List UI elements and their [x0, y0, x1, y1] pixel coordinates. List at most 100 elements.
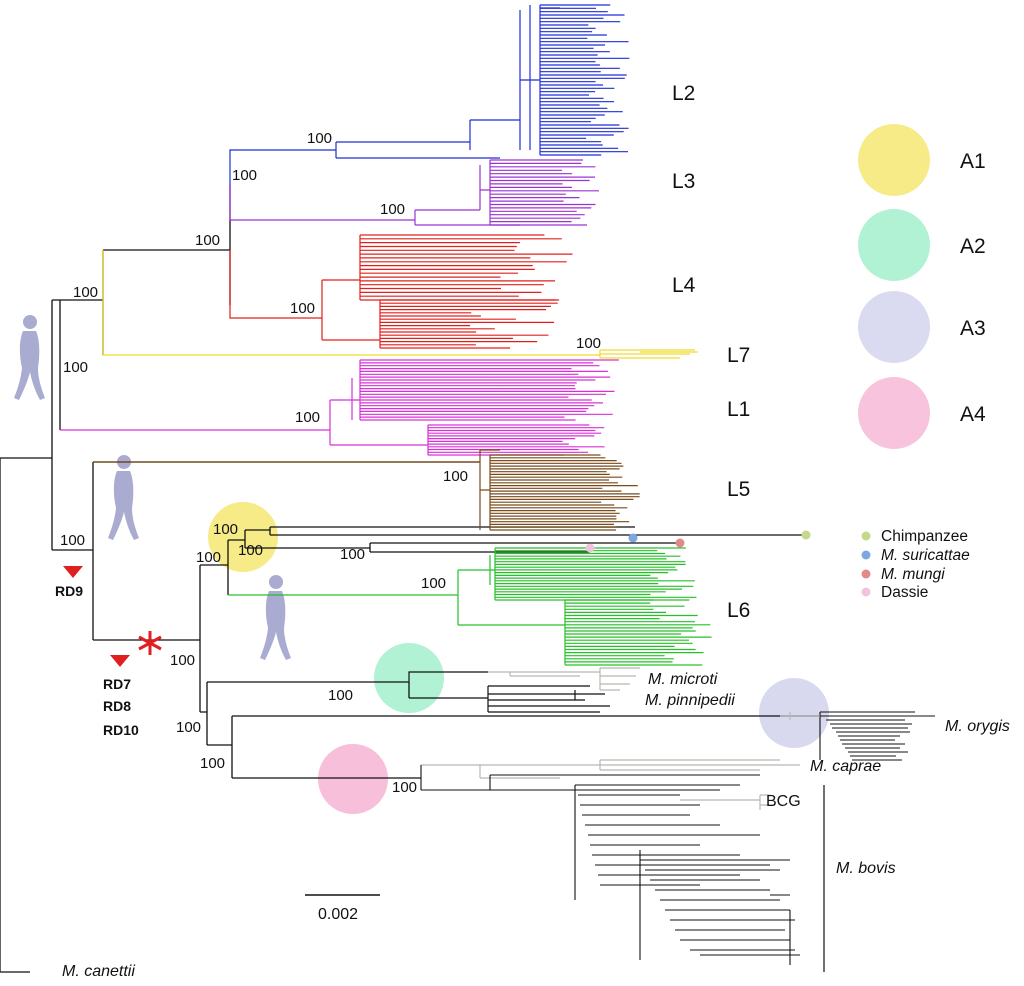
bootstrap-label: 100: [170, 652, 195, 669]
host-dot-dassie: [585, 543, 595, 553]
annotations: [63, 566, 380, 896]
lineage-label-l4: L4: [672, 274, 696, 297]
host-legend-dot: [861, 569, 871, 579]
bootstrap-label: 100: [328, 687, 353, 704]
human-icon: [14, 315, 45, 400]
lineage-l6-branches: [490, 547, 697, 601]
human-icon: [260, 575, 291, 660]
clade-legend-label-a3: A3: [960, 317, 986, 340]
host-legend-label: Dassie: [881, 584, 928, 601]
bootstrap-label: 100: [213, 521, 238, 538]
rd7-label: RD7: [103, 676, 131, 692]
clade-a3-marker: [759, 678, 829, 748]
bootstrap-label: 100: [232, 167, 257, 184]
bootstrap-label: 100: [200, 755, 225, 772]
lineage-label-l2: L2: [672, 82, 695, 105]
bootstrap-label: 100: [380, 201, 405, 218]
animal-subclades: [408, 667, 935, 972]
bootstrap-label: 100: [196, 549, 221, 566]
bootstrap-label: 100: [60, 532, 85, 549]
host-dot-chimpanzee: [801, 530, 811, 540]
rd9-label: RD9: [55, 583, 83, 599]
bootstrap-label: 100: [290, 300, 315, 317]
bootstrap-label: 100: [392, 779, 417, 796]
host-dot-mungi: [675, 538, 685, 548]
scale-bar-label: 0.002: [318, 906, 358, 923]
lineage-l5-branches: [480, 454, 640, 531]
lineage-l3-stem: [229, 165, 520, 226]
bootstrap-label: 100: [421, 575, 446, 592]
clade-a1-marker: [208, 502, 278, 572]
orygis-subtree: [819, 711, 935, 761]
orygis-grey: [780, 712, 820, 720]
clade-legend-label-a1: A1: [960, 150, 986, 173]
bcg-branch: [680, 794, 775, 810]
rd7-marker: [110, 655, 130, 667]
microti-subtree: [488, 667, 640, 691]
clade-circles: [208, 502, 829, 814]
bootstrap-label: 100: [295, 409, 320, 426]
taxon-canettii: M. canettii: [62, 963, 135, 980]
taxon-pinnipedii: M. pinnipedii: [645, 692, 735, 709]
bootstrap-label: 100: [238, 542, 263, 559]
lineage-l4-stem: [229, 250, 372, 341]
bootstrap-label: 100: [176, 719, 201, 736]
rd10-label: RD10: [103, 722, 139, 738]
taxon-orygis: M. orygis: [945, 718, 1010, 735]
clade-legend-circle-a1: [858, 124, 930, 196]
host-legend-label: M. mungi: [881, 566, 945, 583]
lineage-l4-branches: [350, 234, 573, 301]
host-legend-label: Chimpanzee: [881, 528, 968, 545]
clade-legend-label-a2: A2: [960, 235, 986, 258]
bootstrap-label: 100: [576, 335, 601, 352]
lineage-l3-branches: [480, 159, 599, 226]
bootstrap-label: 100: [195, 232, 220, 249]
human-lineage-branches: [60, 4, 712, 666]
rd9-marker: [63, 566, 83, 578]
lineage-label-l7: L7: [727, 344, 750, 367]
bootstrap-label: 100: [307, 130, 332, 147]
lineage-l6-branches: [560, 599, 712, 666]
host-legend-label: M. suricattae: [881, 547, 970, 564]
lineage-label-l1: L1: [727, 398, 750, 421]
pinnipedii-subtree: [408, 671, 610, 713]
lineage-l2-stem: [229, 5, 560, 185]
lineage-l7-branches: [102, 250, 698, 359]
caprae-subtree: [421, 759, 800, 779]
clade-legend-circle-a2: [858, 209, 930, 281]
clade-legend-label-a4: A4: [960, 403, 986, 426]
lineage-label-l5: L5: [727, 478, 750, 501]
lineage-l6-stem: [228, 555, 560, 626]
clade-a4-marker: [318, 744, 388, 814]
taxon-bovis: M. bovis: [836, 860, 896, 877]
lineage-l4-branches: [372, 299, 558, 349]
bovis-subtree: [420, 765, 800, 965]
host-legend-dot: [861, 587, 871, 597]
bootstrap-label: 100: [340, 546, 365, 563]
tree-backbone: [0, 185, 820, 973]
lineage-l5-stem: [93, 449, 500, 530]
asterisk-marker: [138, 631, 162, 655]
taxon-bcg: BCG: [766, 793, 801, 810]
lineage-l1-branches: [420, 424, 605, 456]
host-legend-dot: [861, 531, 871, 541]
taxon-caprae: M. caprae: [810, 758, 881, 775]
human-icons: [14, 315, 291, 660]
lineage-l1-branches: [352, 359, 619, 421]
host-legend-dot: [861, 550, 871, 560]
human-icon: [108, 455, 139, 540]
lineage-label-l6: L6: [727, 599, 750, 622]
lineage-label-l3: L3: [672, 170, 695, 193]
clade-legend-circle-a4: [858, 377, 930, 449]
lineage-l2-branches: [520, 4, 630, 156]
bootstrap-label: 100: [63, 359, 88, 376]
taxon-microti: M. microti: [648, 671, 718, 688]
host-dot-suricattae: [628, 533, 638, 543]
rd8-label: RD8: [103, 698, 131, 714]
lineage-l1-stem: [60, 378, 420, 446]
bootstrap-label: 100: [73, 284, 98, 301]
bootstrap-label: 100: [443, 468, 468, 485]
clade-legend-circle-a3: [858, 291, 930, 363]
